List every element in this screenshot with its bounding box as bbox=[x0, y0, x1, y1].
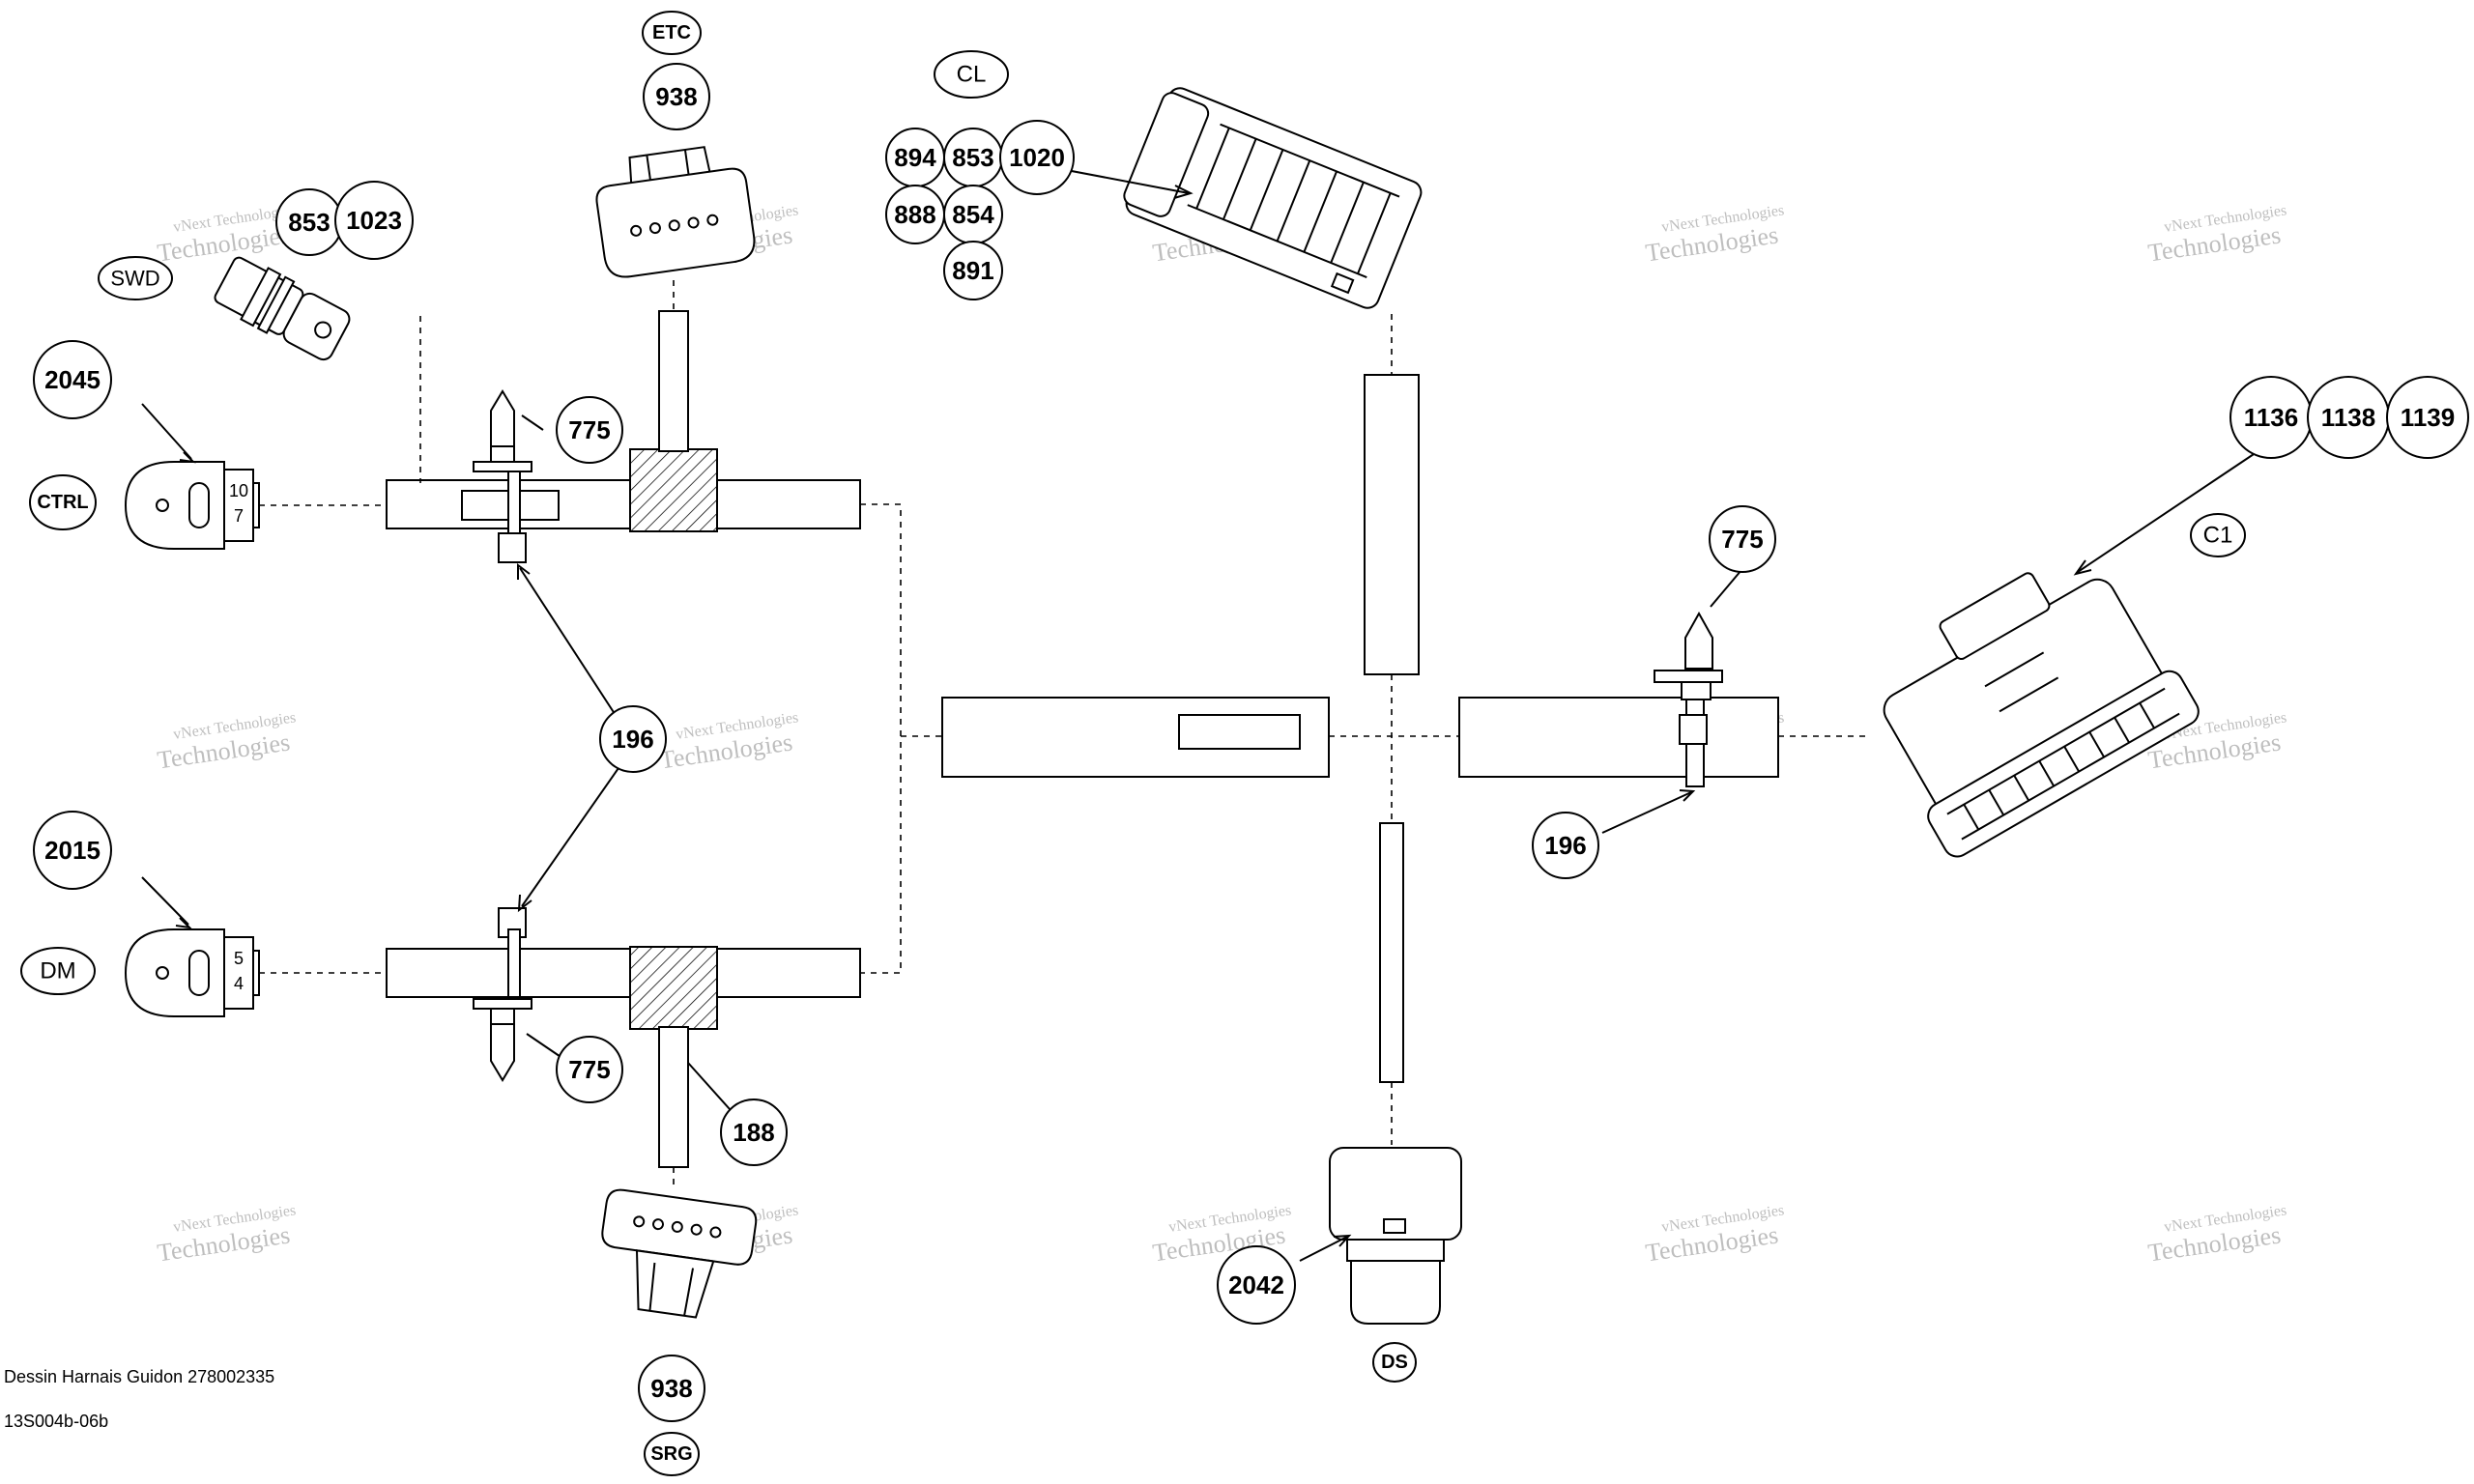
label-cl: CL bbox=[934, 50, 1009, 99]
label-dm: DM bbox=[20, 947, 96, 995]
svg-text:853: 853 bbox=[952, 143, 993, 172]
svg-text:938: 938 bbox=[650, 1374, 692, 1403]
svg-text:853: 853 bbox=[288, 208, 330, 237]
svg-text:1023: 1023 bbox=[346, 206, 402, 235]
callout-891: 891 bbox=[943, 241, 1003, 300]
callout-2015: 2015 bbox=[33, 811, 112, 890]
ds-connector-shape bbox=[1329, 1147, 1462, 1325]
svg-text:1139: 1139 bbox=[2401, 403, 2455, 432]
label-ctrl: CTRL bbox=[29, 474, 97, 530]
callout-854: 854 bbox=[943, 185, 1003, 244]
callout-1020: 1020 bbox=[999, 120, 1075, 195]
callout-775-a: 775 bbox=[556, 396, 623, 464]
svg-text:2045: 2045 bbox=[44, 365, 101, 394]
callout-1138: 1138 bbox=[2307, 376, 2390, 459]
connector-labels: ETC CL SWD CTRL DM C1 SRG DS bbox=[20, 11, 2246, 1476]
svg-text:1020: 1020 bbox=[1009, 143, 1065, 172]
label-srg: SRG bbox=[644, 1432, 700, 1476]
svg-text:CTRL: CTRL bbox=[37, 492, 88, 513]
svg-text:C1: C1 bbox=[2203, 523, 2233, 549]
dm-connector-shape bbox=[124, 928, 260, 1017]
ctrl-connector-shape bbox=[124, 461, 260, 550]
callout-196-a: 196 bbox=[599, 705, 667, 773]
cable-tie-lower-left bbox=[473, 907, 532, 1082]
svg-text:775: 775 bbox=[568, 1055, 610, 1084]
label-c1: C1 bbox=[2190, 513, 2246, 557]
callout-938-top: 938 bbox=[643, 63, 710, 130]
svg-text:775: 775 bbox=[568, 415, 610, 444]
callout-894: 894 bbox=[885, 128, 945, 187]
cable-tie-upper-left bbox=[473, 389, 532, 563]
callouts: 938 853 1023 2045 775 196 2015 775 188 9… bbox=[33, 63, 2469, 1422]
callout-1139: 1139 bbox=[2386, 376, 2469, 459]
svg-text:888: 888 bbox=[894, 200, 935, 229]
callout-888: 888 bbox=[885, 185, 945, 244]
drawing-code: 13S004b-06b bbox=[4, 1412, 108, 1431]
svg-text:1138: 1138 bbox=[2321, 403, 2375, 432]
svg-text:854: 854 bbox=[952, 200, 994, 229]
pin-dm-top: 5 bbox=[234, 949, 244, 968]
callout-2045: 2045 bbox=[33, 340, 112, 419]
svg-text:2042: 2042 bbox=[1228, 1270, 1284, 1299]
drawing-title: Dessin Harnais Guidon 278002335 bbox=[4, 1367, 274, 1386]
callout-775-c: 775 bbox=[1709, 505, 1776, 573]
label-swd: SWD bbox=[98, 256, 173, 300]
lower-left-branch bbox=[386, 946, 861, 1168]
pin-ctrl-top: 10 bbox=[229, 481, 248, 500]
pin-dm-bottom: 4 bbox=[234, 974, 244, 993]
cable-tie-right bbox=[1654, 611, 1723, 787]
svg-text:2015: 2015 bbox=[44, 836, 101, 865]
callout-853-cl: 853 bbox=[943, 128, 1003, 187]
svg-text:DS: DS bbox=[1381, 1352, 1408, 1373]
centre-trunk bbox=[941, 374, 1779, 1083]
srg-connector-shape bbox=[601, 1188, 758, 1319]
label-etc: ETC bbox=[642, 11, 702, 55]
svg-text:1136: 1136 bbox=[2244, 403, 2298, 432]
swd-connector-shape bbox=[214, 256, 351, 361]
label-ds: DS bbox=[1372, 1342, 1417, 1383]
etc-connector-shape bbox=[595, 146, 756, 278]
callout-775-b: 775 bbox=[556, 1036, 623, 1103]
svg-text:196: 196 bbox=[1544, 831, 1586, 860]
callout-938-bottom: 938 bbox=[638, 1355, 705, 1422]
svg-text:775: 775 bbox=[1721, 525, 1763, 554]
svg-text:188: 188 bbox=[733, 1118, 774, 1147]
svg-text:DM: DM bbox=[40, 958, 75, 985]
callout-1023: 1023 bbox=[334, 181, 414, 260]
svg-text:CL: CL bbox=[957, 62, 987, 88]
upper-left-branch bbox=[386, 310, 861, 532]
svg-text:ETC: ETC bbox=[652, 22, 691, 43]
cl-connector-shape bbox=[1123, 87, 1423, 309]
svg-text:SWD: SWD bbox=[110, 267, 159, 291]
svg-text:894: 894 bbox=[894, 143, 936, 172]
callout-853-swd: 853 bbox=[275, 188, 343, 256]
svg-text:938: 938 bbox=[655, 82, 697, 111]
svg-text:SRG: SRG bbox=[650, 1443, 692, 1465]
callout-1136: 1136 bbox=[2229, 376, 2313, 459]
pin-ctrl-bottom: 7 bbox=[234, 506, 244, 526]
callout-196-b: 196 bbox=[1532, 812, 1599, 879]
callout-2042: 2042 bbox=[1217, 1245, 1296, 1325]
pin-numbers: 10 7 5 4 bbox=[229, 481, 248, 993]
c1-connector-shape bbox=[1883, 572, 2200, 858]
svg-text:891: 891 bbox=[952, 256, 993, 285]
svg-text:196: 196 bbox=[612, 725, 653, 754]
callout-188: 188 bbox=[720, 1099, 788, 1166]
